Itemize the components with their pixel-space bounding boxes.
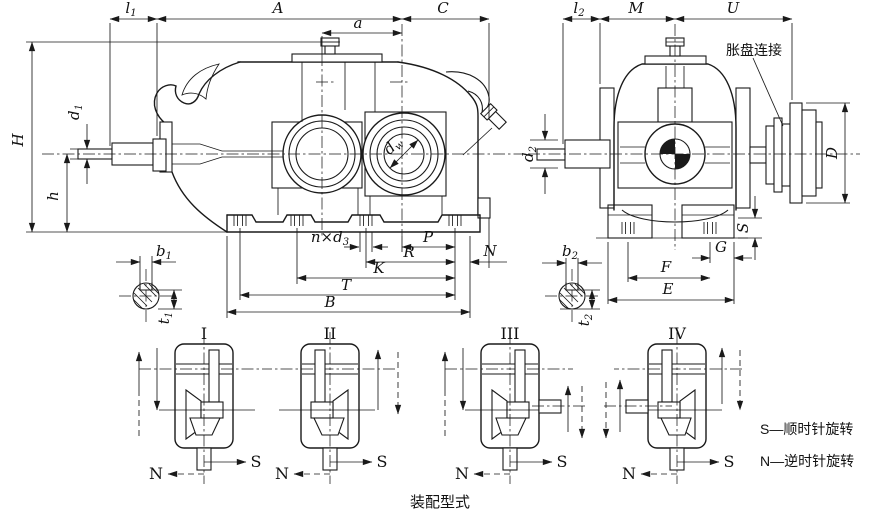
variant-4-cw: S xyxy=(724,452,735,471)
dim-label-K: K xyxy=(372,259,385,277)
dim-label-l1: l1 xyxy=(125,0,136,19)
housing-base xyxy=(26,214,481,233)
variant-4-ccw: N xyxy=(622,464,636,483)
variant-4-side-shaft xyxy=(625,399,649,414)
variant-2-ccw: N xyxy=(275,464,289,483)
dim-label-H: H xyxy=(9,133,27,148)
dim-label-G: G xyxy=(715,238,727,256)
dim-label-t1: t1 xyxy=(155,312,175,324)
assembly-variants: I S N II S N III xyxy=(135,324,854,511)
dim-label-E: E xyxy=(662,280,674,298)
variant-2-cw: S xyxy=(377,452,388,471)
dim-label-N: N xyxy=(482,242,497,260)
dim-label-h: h xyxy=(44,191,62,201)
D-dimension: D xyxy=(806,102,850,204)
dim-label-C: C xyxy=(437,0,449,17)
dim-label-d1: d1 xyxy=(65,104,85,120)
dim-label-A: A xyxy=(271,0,284,17)
front-view: 胀盘连接 l2 M U d2 D xyxy=(519,0,860,326)
dim-label-b1: b1 xyxy=(156,242,172,262)
dim-label-t2: t2 xyxy=(575,314,595,326)
dim-label-R: R xyxy=(402,243,414,261)
dim-label-S: S xyxy=(734,223,752,233)
assembly-variant-3: III S N xyxy=(441,324,586,485)
dim-label-nd3: n×d3 xyxy=(311,228,349,248)
figure-caption: 装配型式 xyxy=(410,494,470,511)
dim-label-d2: d2 xyxy=(519,146,539,162)
dim-label-D: D xyxy=(823,147,841,160)
front-view-bottom-dimensions: S G F E xyxy=(607,196,762,304)
dim-label-B: B xyxy=(323,293,335,311)
front-view-top-dimensions: l2 M U xyxy=(562,0,793,144)
side-view-top-dimensions: l1 A C a xyxy=(109,0,490,146)
rotation-legend: S—顺时针旋转 N—逆时针旋转 xyxy=(760,421,854,469)
dim-label-b2: b2 xyxy=(562,242,578,262)
coupling-callout: 胀盘连接 xyxy=(726,42,784,127)
dim-label-l2: l2 xyxy=(573,0,584,19)
variant-1-cw: S xyxy=(251,452,262,471)
legend-counterclockwise: N—逆时针旋转 xyxy=(760,453,854,469)
assembly-variant-4: IV S N xyxy=(602,324,744,485)
dim-label-P: P xyxy=(422,228,434,246)
legend-clockwise: S—顺时针旋转 xyxy=(760,421,853,437)
key-section-2: b2 t2 xyxy=(542,242,602,326)
variant-3-cw: S xyxy=(557,452,568,471)
side-view-left-dimensions: H h d1 xyxy=(9,41,340,233)
variant-3-side-shaft xyxy=(538,399,562,414)
dim-label-M: M xyxy=(627,0,644,17)
assembly-variant-2: II S N xyxy=(266,324,402,485)
assembly-variant-1: I S N xyxy=(135,324,268,485)
shrink-disc-coupling xyxy=(749,102,823,204)
key-section-1: b1 t1 xyxy=(116,242,182,324)
dim-label-U: U xyxy=(727,0,741,17)
variant-1-ccw: N xyxy=(149,464,163,483)
variant-3-ccw: N xyxy=(455,464,469,483)
dim-label-F: F xyxy=(660,258,672,276)
coupling-label: 胀盘连接 xyxy=(726,42,782,58)
side-view: l1 A C a H h d1 dw n×d3 xyxy=(9,0,530,324)
dim-label-a: a xyxy=(354,14,363,32)
side-view-bottom-dimensions: n×d3 P R N K T B xyxy=(226,218,507,318)
d2-dimension: d2 xyxy=(519,114,558,194)
dim-label-T: T xyxy=(341,276,352,294)
